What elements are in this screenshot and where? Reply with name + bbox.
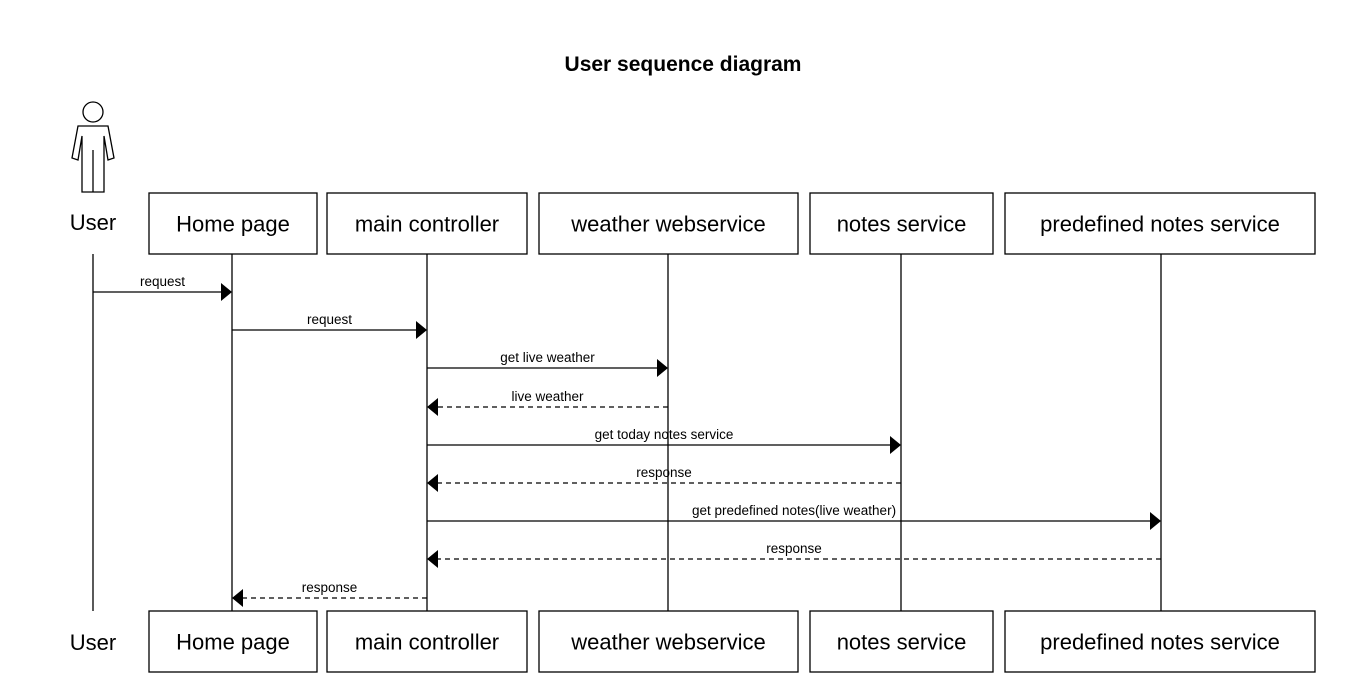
message-label-2: request — [307, 312, 352, 327]
participant-box-notes-bottom — [809, 610, 994, 673]
message-label-4: live weather — [511, 389, 584, 404]
participant-box-predef-top — [1004, 192, 1316, 255]
arrowhead-icon — [890, 436, 901, 454]
message-label-1: request — [140, 274, 185, 289]
arrowhead-icon — [427, 550, 438, 568]
participant-label-weather-bottom: weather webservice — [570, 630, 765, 655]
arrowhead-icon — [427, 474, 438, 492]
arrowhead-icon — [657, 359, 668, 377]
participant-label-home-top: Home page — [176, 212, 290, 237]
arrowhead-icon — [1150, 512, 1161, 530]
participant-label-notes-bottom: notes service — [837, 630, 967, 655]
participant-label-notes-top: notes service — [837, 212, 967, 237]
participant-label-predef-top: predefined notes service — [1040, 212, 1280, 237]
user-label-top: User — [70, 210, 116, 235]
participant-box-main-bottom — [326, 610, 528, 673]
messages: request request get live weather live weath… — [93, 274, 1161, 607]
participant-box-weather-top — [538, 192, 799, 255]
message-label-6: response — [636, 465, 692, 480]
arrowhead-icon — [416, 321, 427, 339]
participant-label-main-top: main controller — [355, 212, 499, 237]
arrowhead-icon — [427, 398, 438, 416]
arrowhead-icon — [232, 589, 243, 607]
arrowhead-icon — [221, 283, 232, 301]
user-label-bottom: User — [70, 630, 116, 655]
participant-box-home-bottom — [148, 610, 318, 673]
participant-label-predef-bottom: predefined notes service — [1040, 630, 1280, 655]
diagram-title: User sequence diagram — [565, 53, 802, 76]
participant-label-home-bottom: Home page — [176, 630, 290, 655]
user-actor-icon — [71, 101, 115, 193]
participant-box-predef-bottom — [1004, 610, 1316, 673]
message-label-7: get predefined notes(live weather) — [692, 503, 896, 518]
message-label-8: response — [766, 541, 822, 556]
participant-box-home-top — [148, 192, 318, 255]
message-label-5: get today notes service — [595, 427, 734, 442]
participant-label-main-bottom: main controller — [355, 630, 499, 655]
message-label-9: response — [302, 580, 358, 595]
message-label-3: get live weather — [500, 350, 595, 365]
participant-box-main-top — [326, 192, 528, 255]
participant-box-weather-bottom — [538, 610, 799, 673]
participant-label-weather-top: weather webservice — [570, 212, 765, 237]
participant-box-notes-top — [809, 192, 994, 255]
